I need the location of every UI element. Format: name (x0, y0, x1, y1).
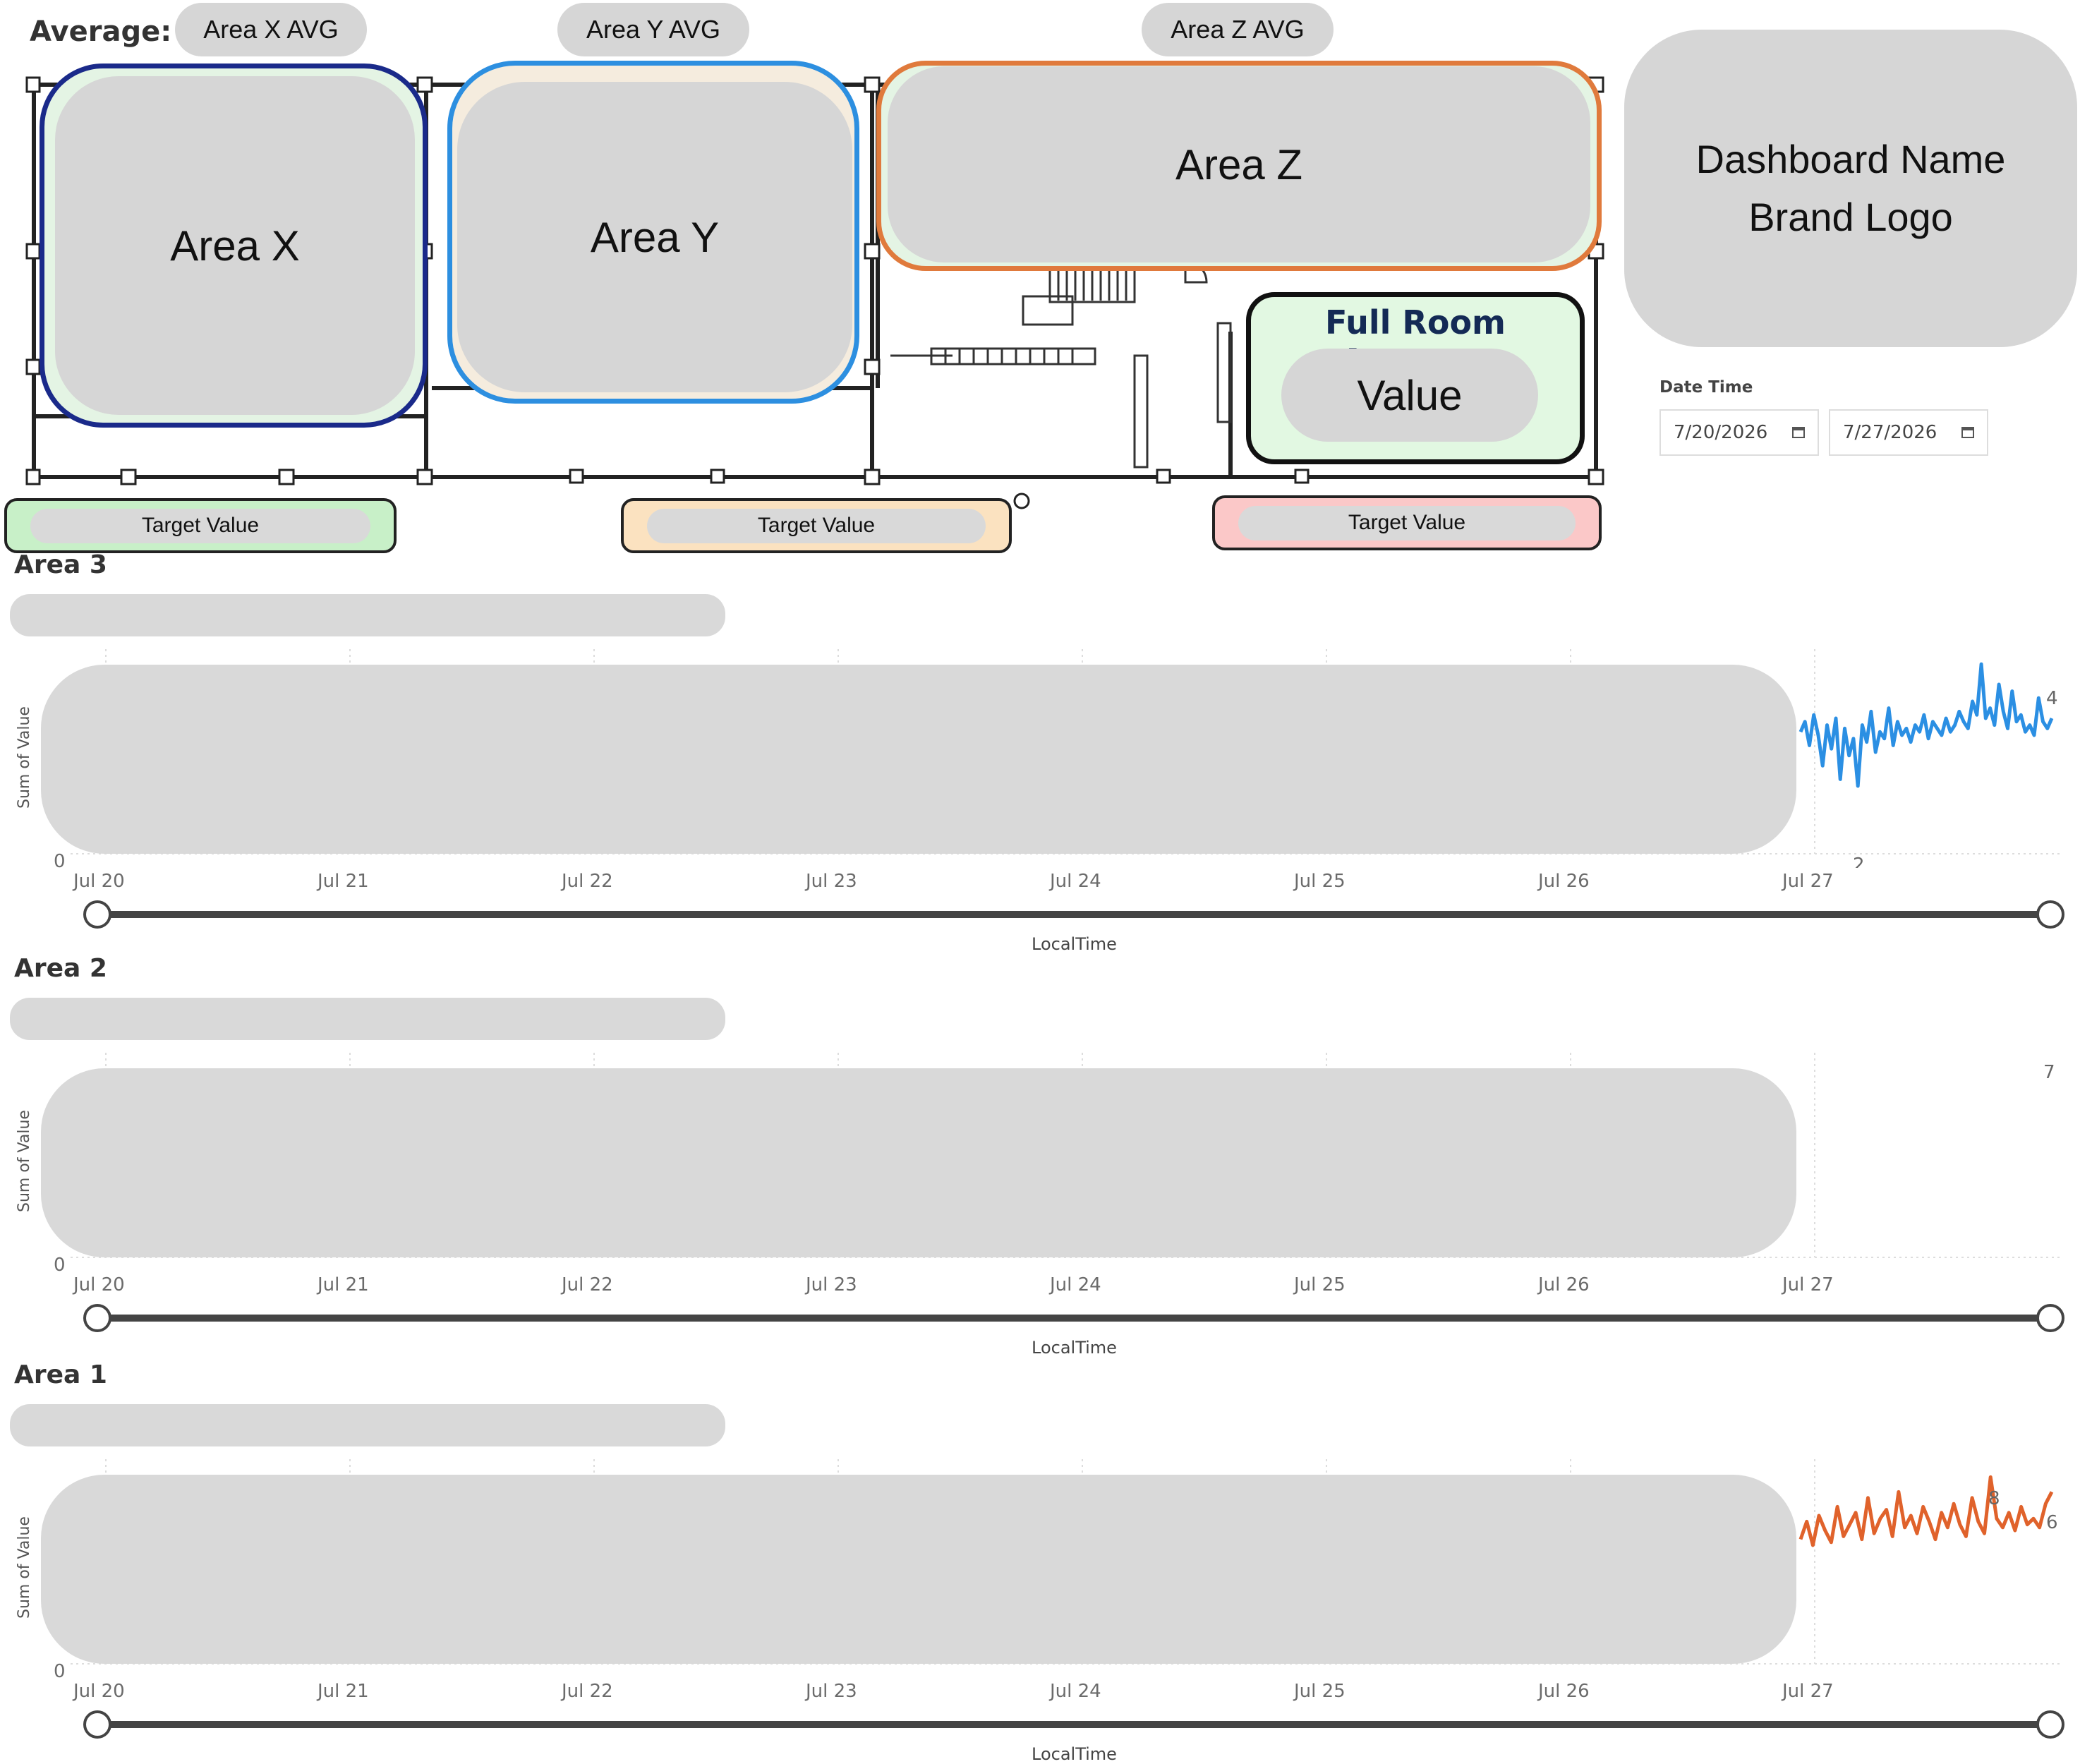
series-line (1798, 662, 2054, 788)
chart-redaction-mask (41, 1068, 1796, 1257)
x-tick-label: Jul 24 (1050, 1274, 1101, 1295)
slider-handle-end[interactable] (2036, 900, 2064, 929)
end-date-value: 7/27/2026 (1843, 422, 1937, 443)
brand-logo-text: Brand Logo (1748, 195, 1953, 239)
area-z-target: Target Value (1212, 495, 1602, 550)
x-tick-label: Jul 24 (1050, 871, 1101, 892)
x-tick-label: Jul 21 (318, 1274, 369, 1295)
area-y-label: Area Y (457, 82, 852, 392)
x-tick-label: Jul 26 (1538, 871, 1590, 892)
area-z-avg-badge: Area Z AVG (1142, 3, 1334, 56)
x-tick-label: Jul 26 (1538, 1274, 1590, 1295)
chart-subtitle-placeholder (10, 998, 725, 1040)
x-tick-label: Jul 22 (562, 1274, 613, 1295)
time-range-slider-track[interactable] (97, 1315, 2048, 1322)
area-y-target: Target Value (621, 498, 1012, 553)
x-tick-label: Jul 21 (318, 871, 369, 892)
data-label: 8 (1988, 1488, 2000, 1509)
start-date-value: 7/20/2026 (1674, 422, 1768, 443)
x-tick-label: Jul 22 (562, 1681, 613, 1702)
data-label: 7 (2043, 1062, 2055, 1083)
calendar-icon[interactable] (1792, 427, 1805, 438)
area-z-label: Area Z (888, 66, 1590, 262)
x-tick-label: Jul 25 (1294, 871, 1346, 892)
chart-subtitle-placeholder (10, 594, 725, 636)
chart-title: Area 1 (14, 1360, 107, 1389)
full-room-average-value: Value (1281, 349, 1538, 442)
area-x-label: Area X (55, 76, 415, 415)
start-date-field[interactable]: 7/20/2026 (1659, 409, 1819, 456)
date-filter-label: Date Time (1659, 378, 1753, 397)
area-y-avg-badge: Area Y AVG (557, 3, 749, 56)
x-tick-label: Jul 25 (1294, 1274, 1346, 1295)
calendar-icon[interactable] (1961, 427, 1974, 438)
x-tick-label: Jul 20 (73, 1274, 125, 1295)
x-tick-label: Jul 23 (806, 1274, 857, 1295)
x-axis-label: LocalTime (1032, 1744, 1117, 1764)
shelf-a (1133, 354, 1149, 469)
x-axis-label: LocalTime (1032, 934, 1117, 954)
chart-title: Area 3 (14, 550, 107, 579)
area-x-avg-badge: Area X AVG (175, 3, 367, 56)
slider-handle-start[interactable] (83, 900, 111, 929)
area-x-target: Target Value (4, 498, 397, 553)
slider-handle-start[interactable] (83, 1304, 111, 1332)
chart-title: Area 2 (14, 954, 107, 983)
slider-handle-end[interactable] (2036, 1710, 2064, 1739)
x-tick-label: Jul 20 (73, 1681, 125, 1702)
x-tick-label: Jul 22 (562, 871, 613, 892)
x-tick-label: Jul 21 (318, 1681, 369, 1702)
end-date-field[interactable]: 7/27/2026 (1829, 409, 1988, 456)
area-y-target-value: Target Value (646, 508, 986, 543)
time-range-slider-track[interactable] (97, 911, 2048, 918)
slider-handle-end[interactable] (2036, 1304, 2064, 1332)
x-tick-label: Jul 23 (806, 871, 857, 892)
data-label: 6 (2046, 1512, 2058, 1533)
slider-handle-start[interactable] (83, 1710, 111, 1739)
x-tick-label: Jul 27 (1782, 1274, 1834, 1295)
y-tick-zero: 0 (54, 1661, 66, 1682)
data-label: 2 (1853, 854, 1865, 868)
x-tick-label: Jul 24 (1050, 1681, 1101, 1702)
chart-redaction-mask (41, 1475, 1796, 1664)
x-axis-label: LocalTime (1032, 1338, 1117, 1358)
area-z-target-value: Target Value (1238, 505, 1576, 540)
x-tick-label: Jul 25 (1294, 1681, 1346, 1702)
chart-subtitle-placeholder (10, 1404, 725, 1446)
dashboard-brand-logo: Dashboard Name Brand Logo (1624, 30, 2077, 347)
x-tick-label: Jul 27 (1782, 1681, 1834, 1702)
counter (930, 347, 1096, 366)
average-label: Average: (30, 16, 172, 48)
series-line (1798, 1475, 2054, 1547)
data-label: 4 (2046, 688, 2058, 709)
x-tick-label: Jul 20 (73, 871, 125, 892)
y-tick-zero: 0 (54, 1255, 66, 1276)
area-x-target-value: Target Value (30, 508, 371, 543)
y-tick-zero: 0 (54, 851, 66, 872)
time-range-slider-track[interactable] (97, 1721, 2048, 1728)
x-tick-label: Jul 26 (1538, 1681, 1590, 1702)
shelf-b (1216, 322, 1232, 423)
dashboard-name: Dashboard Name (1695, 137, 2006, 181)
chart-redaction-mask (41, 665, 1796, 854)
x-tick-label: Jul 23 (806, 1681, 857, 1702)
x-tick-label: Jul 27 (1782, 871, 1834, 892)
